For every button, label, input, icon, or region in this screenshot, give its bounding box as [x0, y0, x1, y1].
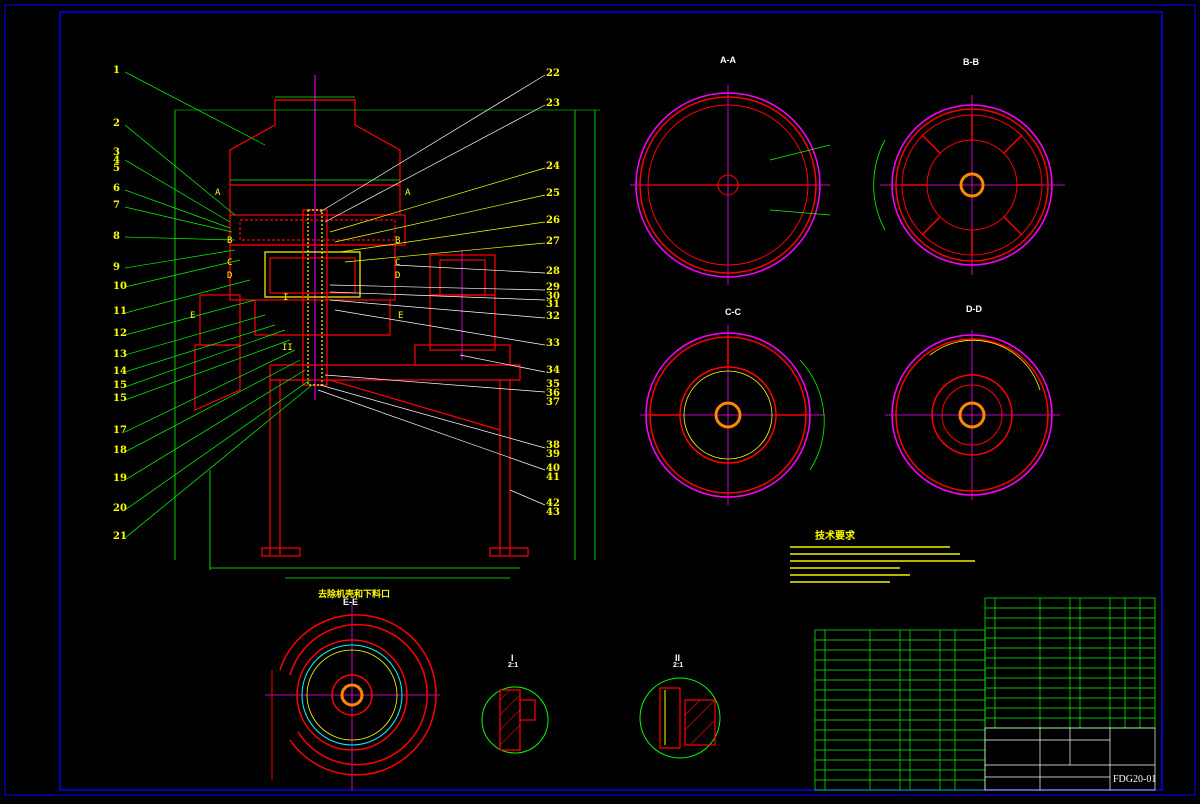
parts-list-table — [814, 597, 1156, 791]
part-label: 27 — [546, 236, 560, 247]
part-label: 21 — [113, 531, 127, 542]
svg-text:C: C — [227, 258, 232, 268]
part-label: 34 — [546, 365, 560, 376]
svg-text:E: E — [190, 311, 195, 321]
section-a-a-view — [630, 85, 831, 285]
part-label: 14 — [113, 366, 127, 377]
part-label: 38 — [546, 440, 560, 451]
section-title-cc: C-C — [725, 307, 741, 317]
part-label: 20 — [113, 503, 127, 514]
part-label: 6 — [113, 183, 120, 194]
section-title-dd: D-D — [966, 304, 982, 314]
section-title-bb: B-B — [963, 57, 979, 67]
svg-text:B: B — [395, 236, 400, 246]
part-label: 1 — [113, 65, 120, 76]
part-label: 9 — [113, 262, 120, 273]
part-label: 32 — [546, 311, 560, 322]
svg-text:D: D — [395, 271, 400, 281]
section-title-ee: E-E — [343, 597, 359, 607]
part-label: 39 — [546, 449, 560, 460]
section-title-aa: A-A — [720, 55, 736, 65]
drawing-number: FDG20-01 — [1113, 774, 1157, 785]
svg-text:D: D — [227, 271, 232, 281]
part-label: 31 — [546, 299, 560, 310]
detail-ii-view — [639, 677, 721, 759]
part-label: 4 — [113, 155, 120, 166]
part-label: 25 — [546, 188, 560, 199]
detail-title-ii: II — [675, 653, 681, 663]
part-label: 42 — [546, 498, 560, 509]
section-d-d-view — [885, 330, 1060, 500]
tech-req-title: 技术要求 — [815, 531, 855, 542]
detail-scale-i: 2:1 — [508, 662, 519, 669]
part-label: 35 — [546, 379, 560, 390]
part-label: 19 — [113, 473, 127, 484]
part-label: 11 — [113, 306, 127, 317]
part-label: 12 — [113, 328, 127, 339]
part-label: 17 — [113, 425, 127, 436]
tech-req-lines — [790, 542, 980, 597]
part-label: 43 — [546, 507, 560, 518]
part-label: 29 — [546, 282, 560, 293]
part-label: 30 — [546, 291, 560, 302]
part-label: 7 — [113, 200, 120, 211]
inner-frame — [59, 11, 1163, 791]
detail-i-view — [481, 686, 549, 754]
svg-text:II: II — [282, 343, 293, 353]
detail-title-i: I — [511, 653, 514, 663]
detail-scale-ii: 2:1 — [673, 662, 684, 669]
part-label: 5 — [113, 163, 120, 174]
part-label: 23 — [546, 98, 560, 109]
outer-border — [4, 4, 1196, 796]
part-label: 40 — [546, 463, 560, 474]
svg-text:C: C — [395, 258, 400, 268]
part-label: 2 — [113, 118, 120, 129]
part-label: 10 — [113, 281, 127, 292]
part-label: 13 — [113, 349, 127, 360]
section-c-c-view — [640, 325, 825, 505]
main-elevation-view: A A B B C C D D E E I II — [124, 71, 600, 579]
svg-text:B: B — [227, 236, 232, 246]
part-label: 28 — [546, 266, 560, 277]
part-label: 3 — [113, 147, 120, 158]
bottom-view-title: 去除机壳和下料口 — [318, 589, 391, 599]
part-label: 15 — [113, 380, 127, 391]
part-label: 41 — [546, 472, 560, 483]
part-label: 37 — [546, 397, 560, 408]
svg-text:I: I — [283, 293, 288, 303]
svg-text:E: E — [398, 311, 403, 321]
section-e-e-view — [265, 605, 440, 790]
part-label: 33 — [546, 338, 560, 349]
part-label: 15 — [113, 393, 127, 404]
svg-text:A: A — [215, 188, 221, 198]
part-label: 8 — [113, 231, 120, 242]
svg-text:A: A — [405, 188, 411, 198]
section-b-b-view — [873, 95, 1065, 275]
part-label: 22 — [546, 68, 560, 79]
part-label: 18 — [113, 445, 127, 456]
part-label: 36 — [546, 388, 560, 399]
part-label: 26 — [546, 215, 560, 226]
part-label: 24 — [546, 161, 560, 172]
